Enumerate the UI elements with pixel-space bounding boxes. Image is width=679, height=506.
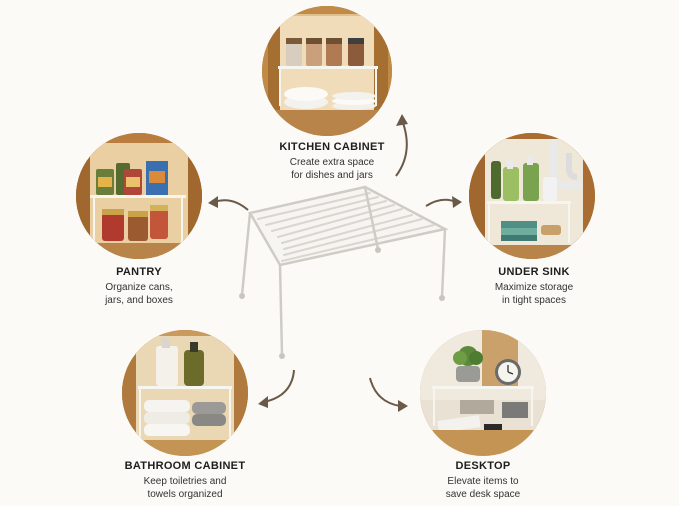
kitchen-cabinet-desc-line1: Create extra space xyxy=(289,157,375,168)
kitchen-cabinet-title: KITCHEN CABINET xyxy=(279,141,385,153)
arrow-to-bathroom-icon xyxy=(258,369,295,408)
desktop-desc-line2: save desk space xyxy=(445,489,521,500)
arrow-to-pantry-icon xyxy=(208,196,249,211)
pantry-title: PANTRY xyxy=(116,266,162,278)
pantry-desc-line2: jars, and boxes xyxy=(105,295,173,306)
under-sink-title: UNDER SINK xyxy=(498,266,570,278)
desktop-desc-line1: Elevate items to xyxy=(447,476,519,487)
bathroom-cabinet-label: BATHROOM CABINET Keep toiletries and tow… xyxy=(100,460,270,501)
desktop-photo xyxy=(420,330,546,456)
pantry-desc-line1: Organize cans, xyxy=(105,282,173,293)
bathroom-cabinet-desc-line1: Keep toiletries and xyxy=(143,476,227,487)
bathroom-cabinet-photo xyxy=(122,330,248,456)
kitchen-cabinet-label: KITCHEN CABINET Create extra space for d… xyxy=(247,141,417,182)
kitchen-cabinet-desc-line2: for dishes and jars xyxy=(291,170,373,181)
under-sink-desc-line1: Maximize storage xyxy=(494,282,574,293)
under-sink-photo xyxy=(469,133,595,259)
kitchen-cabinet-photo xyxy=(262,6,392,136)
arrow-to-desktop-icon xyxy=(369,377,408,412)
under-sink-desc-line2: in tight spaces xyxy=(502,295,566,306)
wire-shelf-icon xyxy=(239,185,449,359)
desktop-title: DESKTOP xyxy=(455,460,511,472)
pantry-label: PANTRY Organize cans, jars, and boxes xyxy=(54,266,224,307)
bathroom-cabinet-title: BATHROOM CABINET xyxy=(124,460,246,472)
pantry-photo xyxy=(76,133,202,259)
under-sink-label: UNDER SINK Maximize storage in tight spa… xyxy=(449,266,619,307)
arrow-to-under-sink-icon xyxy=(425,196,462,208)
bathroom-cabinet-desc-line2: towels organized xyxy=(147,489,223,500)
desktop-label: DESKTOP Elevate items to save desk space xyxy=(398,460,568,501)
arrow-to-kitchen-icon xyxy=(395,114,408,177)
